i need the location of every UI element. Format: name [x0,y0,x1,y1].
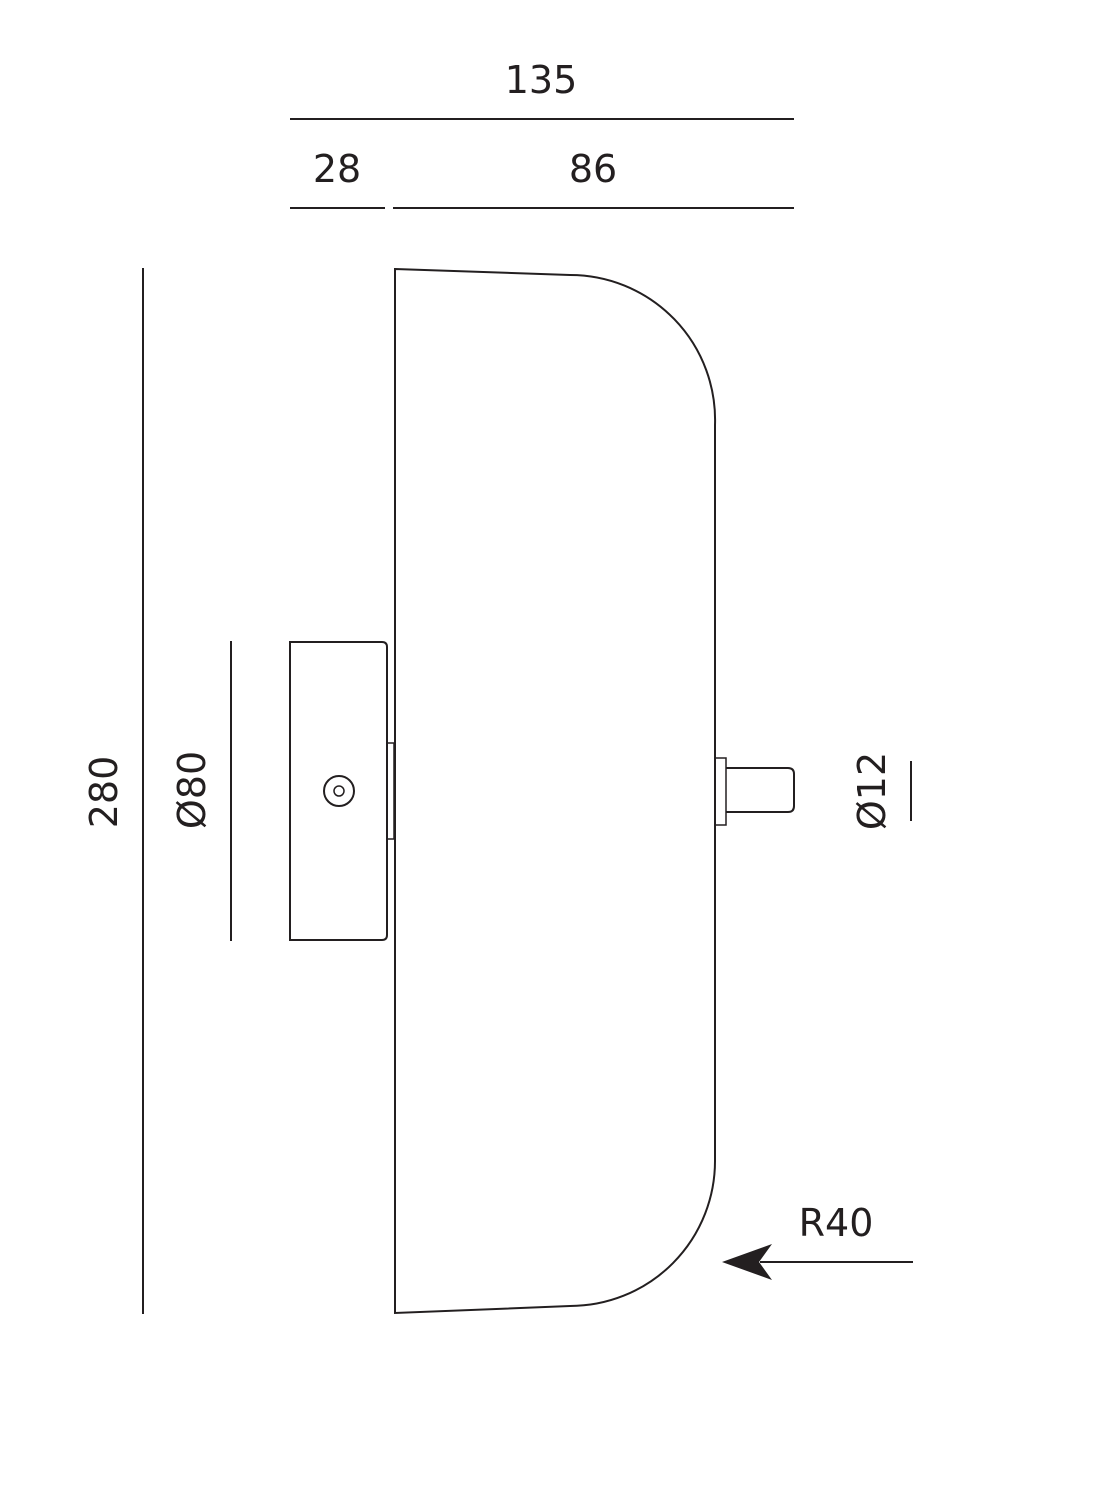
arrowhead-icon [722,1244,772,1280]
pin-diameter-label: Ø12 [850,752,894,830]
base-depth-label: 28 [313,147,361,191]
screw-inner-icon [333,785,345,797]
wall-base-outline [289,641,388,941]
pin-collar [714,757,727,826]
base-depth-dimension: 28 [290,147,385,209]
overall-depth-label: 135 [505,58,578,102]
screw-outer-icon [323,775,355,807]
base-diameter-dimension: Ø80 [170,641,232,941]
height-label: 280 [82,756,126,829]
shade-depth-dimension: 86 [393,147,794,209]
wall-base-connector [386,742,395,840]
base-diameter-label: Ø80 [170,751,214,829]
corner-radius-label: R40 [799,1201,874,1245]
height-dimension: 280 [82,268,144,1314]
overall-depth-dimension: 135 [290,58,794,120]
pin-shaft [726,767,795,813]
corner-radius-callout: R40 [722,1201,913,1280]
pin-diameter-dimension: Ø12 [850,752,912,830]
front-pin [714,757,795,826]
shade-body [394,267,717,1315]
wall-base [289,641,395,941]
shade-depth-label: 86 [569,147,617,191]
